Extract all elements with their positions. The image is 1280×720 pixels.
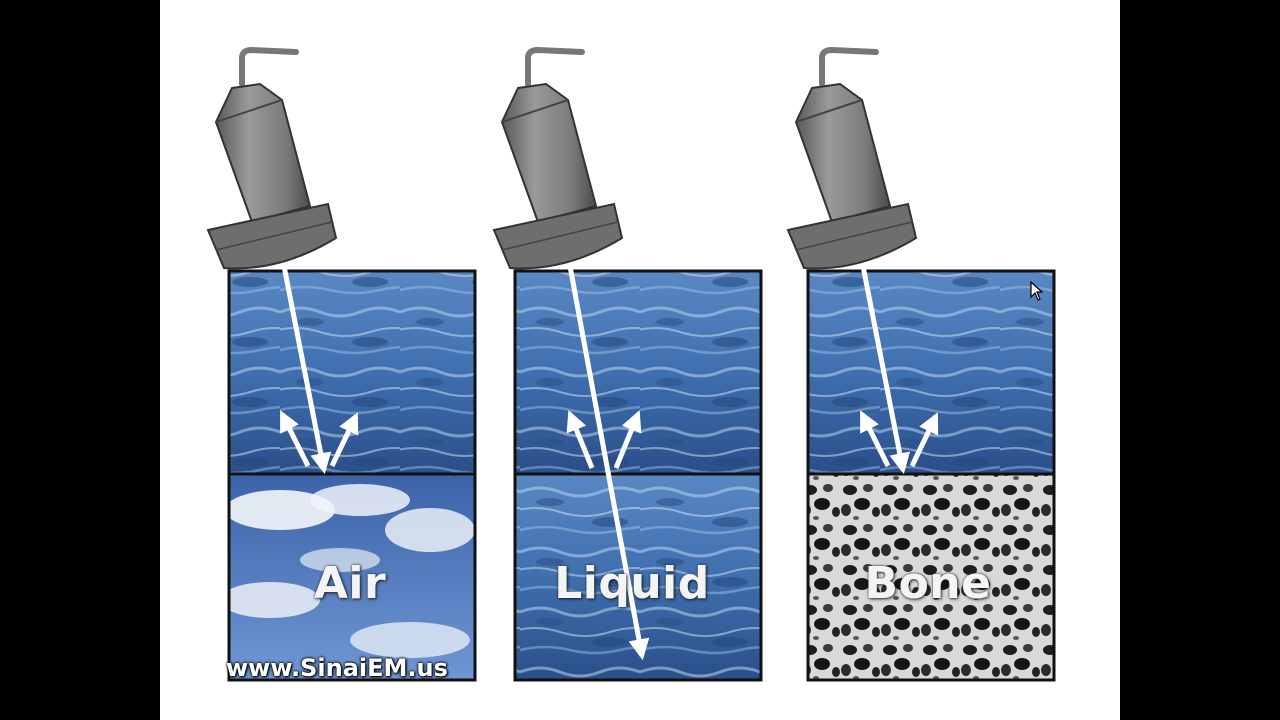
watermark: www.SinaiEM.us <box>226 654 448 682</box>
label-bone: Bone <box>864 558 992 609</box>
sky-block <box>220 474 475 680</box>
ultrasound-probe-icon <box>786 46 918 270</box>
beam-bone <box>859 265 939 475</box>
label-air: Air <box>313 558 387 609</box>
mouse-cursor-icon <box>1030 281 1044 301</box>
label-liquid: Liquid <box>554 558 710 609</box>
panel-bone <box>806 269 1056 682</box>
panel-liquid <box>513 269 763 682</box>
panel-air <box>220 269 477 682</box>
bone-block <box>808 474 1054 680</box>
slide: Air Liquid Bone www.SinaiEM.us <box>160 0 1120 720</box>
beam-liquid <box>566 265 650 661</box>
ultrasound-reflection-diagram <box>206 46 1056 682</box>
ultrasound-probe-icon <box>206 46 338 270</box>
ultrasound-probe-icon <box>492 46 624 270</box>
beam-air <box>279 265 359 475</box>
